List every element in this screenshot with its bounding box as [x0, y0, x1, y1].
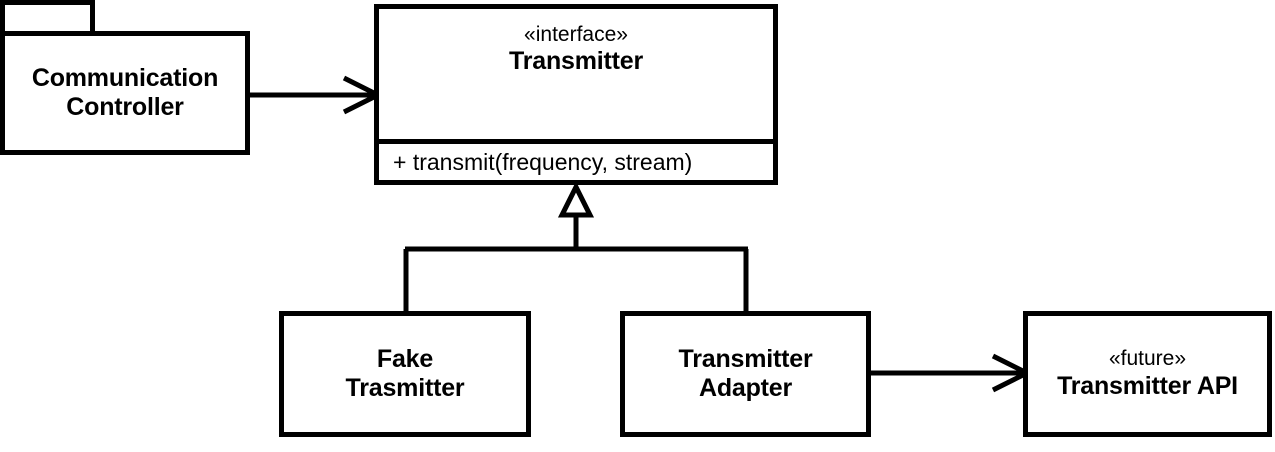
package-title-line1: Communication	[31, 63, 219, 92]
package-tab	[0, 0, 95, 36]
transmitter-api-name: Transmitter API	[1057, 371, 1238, 400]
interface-name-compartment: «interface» Transmitter	[379, 9, 773, 139]
interface-operations-compartment: + transmit(frequency, stream)	[379, 139, 773, 180]
transmitter-adapter-title-line2: Adapter	[698, 374, 793, 402]
edge-controller-to-interface	[250, 75, 384, 115]
interface-name: Transmitter	[509, 47, 643, 76]
package-body: Communication Controller	[0, 31, 250, 155]
node-transmitter-api[interactable]: «future» Transmitter API	[1023, 311, 1272, 437]
transmitter-api-stereotype: «future»	[1108, 346, 1187, 370]
node-transmitter-adapter[interactable]: Transmitter Adapter	[620, 311, 871, 437]
fake-transmitter-title-line2: Trasmitter	[345, 374, 465, 402]
interface-stereotype: «interface»	[524, 23, 628, 46]
edge-realization-tree	[403, 181, 749, 313]
operation-transmit: + transmit(frequency, stream)	[393, 148, 693, 175]
node-fake-transmitter[interactable]: Fake Trasmitter	[279, 311, 531, 437]
package-title-line2: Controller	[66, 93, 184, 121]
transmitter-adapter-title-line1: Transmitter	[678, 344, 813, 373]
fake-transmitter-title-line1: Fake	[376, 344, 434, 373]
node-transmitter-interface[interactable]: «interface» Transmitter + transmit(frequ…	[374, 4, 778, 185]
edge-adapter-to-api	[870, 353, 1033, 393]
